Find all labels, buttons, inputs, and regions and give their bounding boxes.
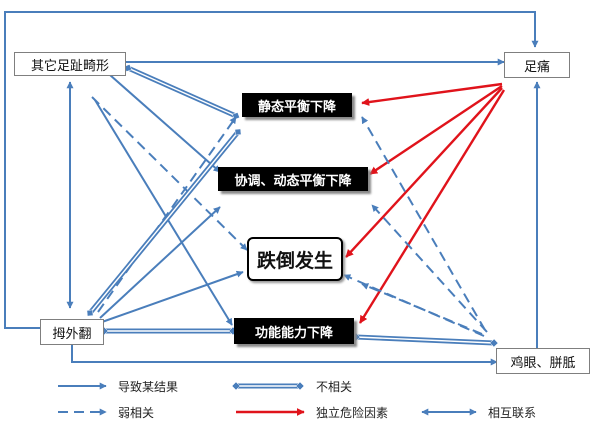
toe-to-dynamic [109, 74, 221, 173]
function-corns-unrelated-core [356, 337, 494, 343]
pain-to-static-red [361, 82, 503, 106]
pain-to-function-red [358, 89, 506, 324]
legend-weak: 弱相关 [118, 406, 155, 420]
frame-bottom-line [71, 345, 498, 366]
legend-unrelated: 不相关 [316, 380, 353, 394]
node-other-toe-deformity: 其它足趾畸形 [14, 52, 126, 76]
pain-to-fall-red [345, 87, 503, 258]
pain-to-dynamic-red [369, 85, 503, 175]
legend-leads-to: 导致某结果 [118, 380, 179, 394]
corns-to-function-weak [361, 283, 483, 335]
node-corns-calluses: 鸡眼、胼胝 [496, 348, 590, 374]
node-hallux-valgus: 拇外翻 [40, 319, 104, 345]
node-dynamic-balance: 协调、动态平衡下降 [218, 167, 368, 191]
corns-to-static-weak [361, 116, 486, 331]
frame-top-line [4, 11, 539, 329]
legend-independent-risk: 独立危险因素 [316, 406, 389, 420]
toe-static-unrelated-core [128, 68, 236, 116]
corns-to-dynamic-weak [371, 204, 488, 333]
node-fall: 跌倒发生 [247, 237, 343, 281]
node-function-decline: 功能能力下降 [234, 318, 354, 344]
node-static-balance: 静态平衡下降 [242, 93, 352, 117]
legend-mutual: 相互联系 [488, 406, 537, 420]
node-foot-pain: 足痛 [504, 52, 570, 78]
toe-to-function [94, 99, 233, 326]
hallux-static-unrelated-core [90, 132, 238, 313]
